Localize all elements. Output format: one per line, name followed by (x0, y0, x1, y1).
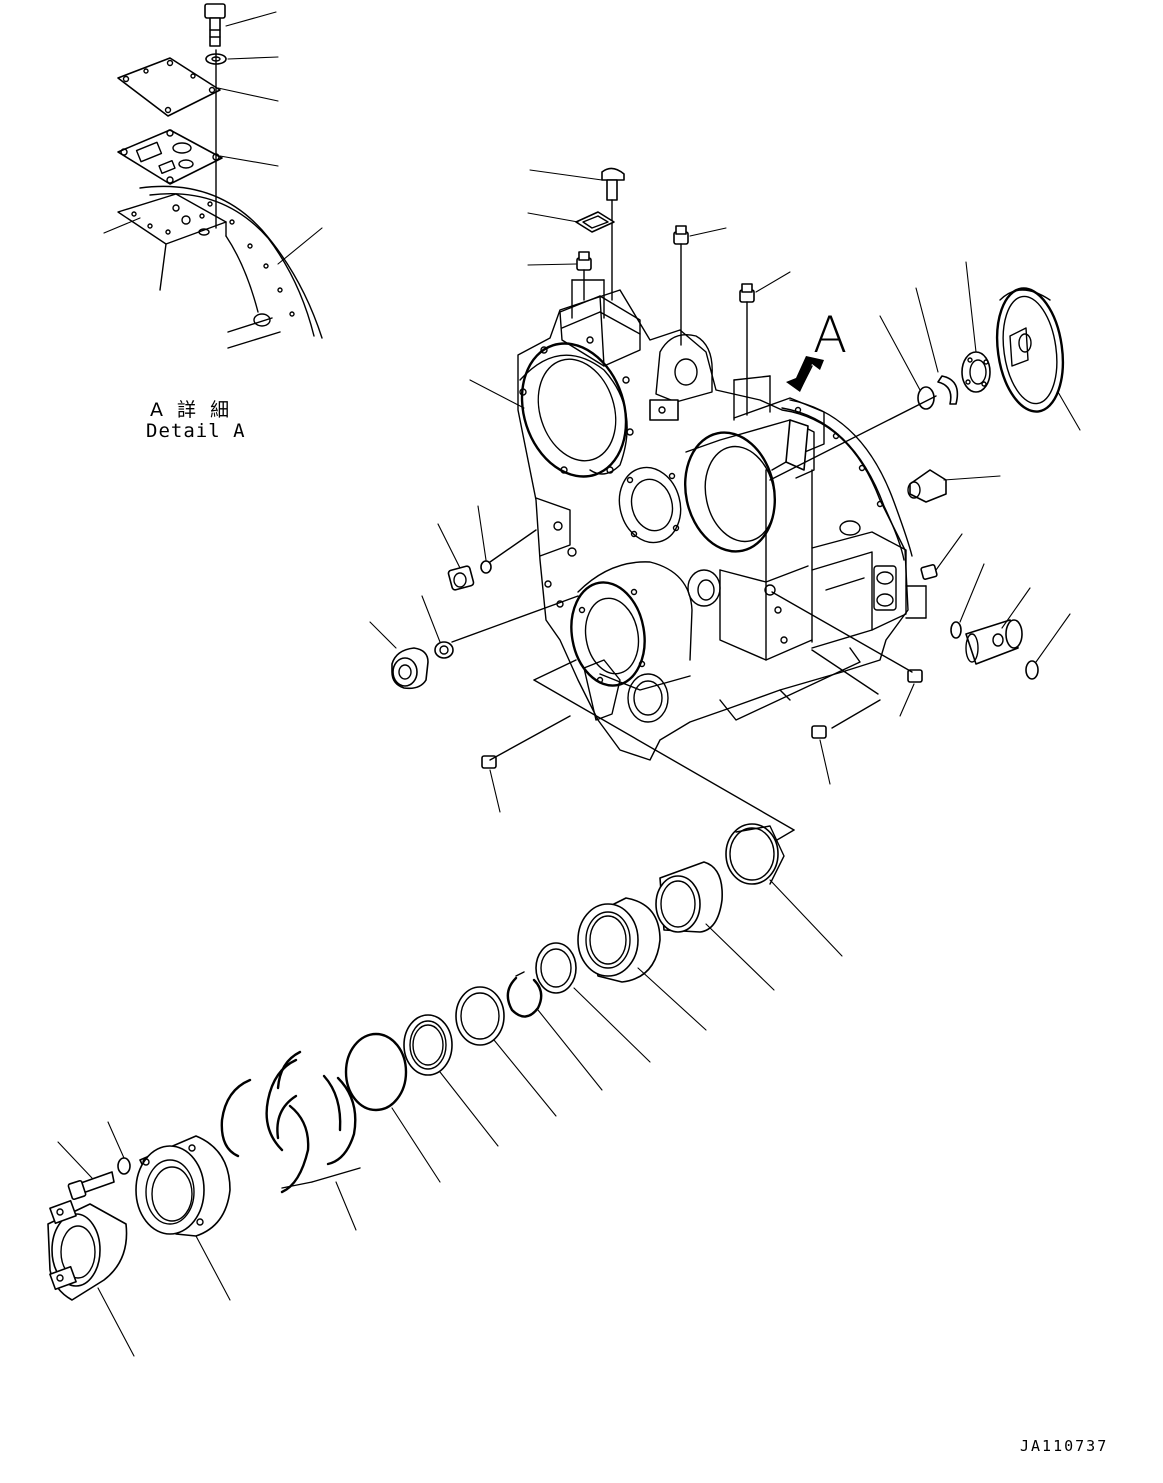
mid-plug (739, 283, 755, 416)
top-bracket-lines (571, 279, 771, 421)
detail-gasket (117, 129, 223, 185)
retainer-bolt (67, 1157, 131, 1201)
detail-housing-section (117, 49, 323, 349)
bearing-bracket-lines (533, 649, 879, 851)
top-plug-right (673, 225, 689, 346)
detail-bolt (204, 3, 226, 47)
lower-plugs (481, 591, 923, 769)
drawing-number: JA110737 (1020, 1437, 1109, 1455)
seal-ring-a (455, 986, 505, 1046)
seal-ring-b (403, 1014, 453, 1076)
detail-title-japanese: A 詳 細 (150, 399, 234, 421)
top-right-shaft-parts (769, 287, 1065, 481)
bearing-outer-race (725, 823, 785, 885)
bearing-sleeve (655, 861, 723, 933)
split-shims (220, 1050, 361, 1194)
bearing-cup (577, 897, 661, 983)
leader-lines (57, 169, 1081, 1357)
view-arrow-letter: A (813, 306, 848, 364)
detail-leader-lines (103, 11, 323, 265)
end-cover (47, 1199, 128, 1301)
detail-cover-plate (117, 57, 221, 117)
right-plugs (905, 469, 1039, 680)
transmission-housing (517, 289, 913, 761)
bearing-retainer (135, 1135, 231, 1237)
top-plug-left (576, 251, 592, 301)
snap-ring-a (506, 971, 543, 1018)
o-ring-large (344, 1032, 408, 1112)
detail-a-inset (103, 3, 323, 349)
top-bolt (601, 167, 625, 301)
top-gasket (575, 211, 615, 233)
view-arrow-a (786, 356, 824, 392)
detail-title-english: Detail A (146, 420, 246, 442)
thrust-washer (535, 942, 577, 994)
left-plug-assembly (391, 529, 579, 690)
